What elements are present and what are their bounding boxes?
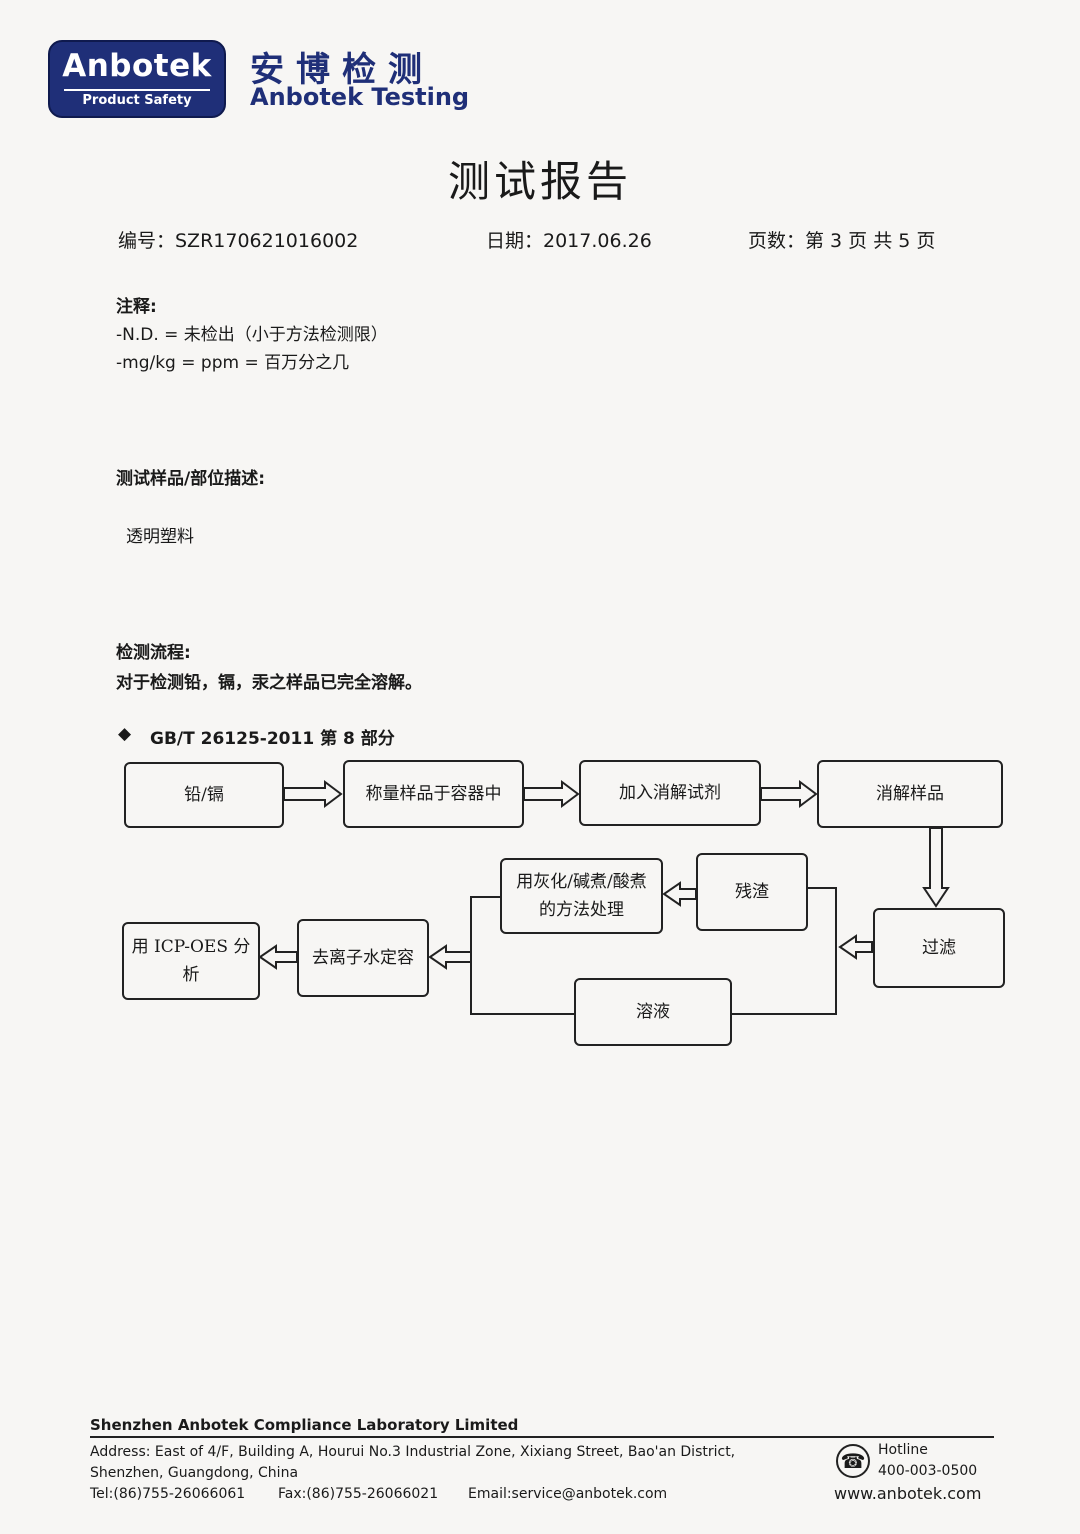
procedure-text: 对于检测铅，镉，汞之样品已完全溶解。 — [116, 673, 422, 693]
flow-box-icp-oes: 用 ICP-OES 分析 — [122, 922, 260, 1000]
footer-fax: Fax:(86)755-26066021 — [278, 1486, 439, 1502]
footer-divider — [90, 1436, 994, 1438]
page-count: 页数：第 3 页 共 5 页 — [748, 230, 936, 252]
standard-reference: GB/T 26125-2011 第 8 部分 — [150, 729, 395, 749]
sample-heading: 测试样品/部位描述: — [116, 469, 266, 489]
phone-icon: ☎ — [836, 1444, 870, 1478]
report-title: 测试报告 — [447, 157, 632, 206]
flow-box-weigh-sample: 称量样品于容器中 — [343, 760, 524, 828]
flow-box-dilute: 去离子水定容 — [297, 919, 429, 997]
logo-cn-name: 安博检测 — [250, 50, 434, 90]
logo-brand: Anbotek — [62, 48, 212, 84]
footer-hotline-number: 400-003-0500 — [878, 1463, 978, 1479]
arrow-digest-to-filter — [922, 827, 950, 908]
filter-branch-lines — [732, 887, 837, 1015]
flow-box-ash-treatment: 用灰化/碱煮/酸煮的方法处理 — [500, 858, 663, 934]
flow-box-solution: 溶液 — [574, 978, 732, 1046]
flow-box-digest-sample: 消解样品 — [817, 760, 1003, 828]
report-number: 编号：SZR170621016002 — [118, 230, 359, 252]
report-date: 日期：2017.06.26 — [486, 230, 652, 252]
sample-value: 透明塑料 — [126, 527, 194, 547]
footer-hotline-label: Hotline — [878, 1442, 928, 1458]
arrow-filter-left — [838, 934, 873, 960]
flow-box-filter: 过滤 — [873, 908, 1005, 988]
arrow-weigh-to-reagent — [523, 780, 580, 808]
flow-box-lead-cadmium: 铅/镉 — [124, 762, 284, 828]
arrow-reagent-to-digest — [760, 780, 818, 808]
footer-email: Email:service@anbotek.com — [468, 1486, 668, 1502]
arrow-to-dilute — [428, 944, 472, 970]
logo-tagline: Product Safety — [82, 93, 192, 108]
procedure-heading: 检测流程: — [116, 643, 191, 663]
logo-en-name: Anbotek Testing — [250, 83, 470, 111]
footer-address-line2: Shenzhen, Guangdong, China — [90, 1465, 299, 1481]
arrow-dilute-to-analyze — [258, 944, 298, 970]
arrow-residue-to-treatment — [662, 881, 697, 907]
arrow-lead-to-weigh — [283, 780, 343, 808]
footer-address-line1: Address: East of 4/F, Building A, Hourui… — [90, 1444, 736, 1460]
flow-box-residue: 残渣 — [696, 853, 808, 931]
flow-box-add-reagent: 加入消解试剂 — [579, 760, 761, 826]
footer-company: Shenzhen Anbotek Compliance Laboratory L… — [90, 1416, 519, 1434]
footer-website: www.anbotek.com — [834, 1484, 982, 1503]
footer-tel: Tel:(86)755-26066061 — [90, 1486, 246, 1502]
note-line-nd: -N.D. = 未检出（小于方法检测限） — [116, 325, 388, 345]
bullet-icon: ◆ — [118, 724, 132, 744]
notes-heading: 注释: — [116, 297, 157, 317]
note-line-ppm: -mg/kg = ppm = 百万分之几 — [116, 353, 350, 373]
logo-rule — [64, 89, 210, 91]
anbotek-logo-badge: Anbotek Product Safety — [48, 40, 226, 118]
